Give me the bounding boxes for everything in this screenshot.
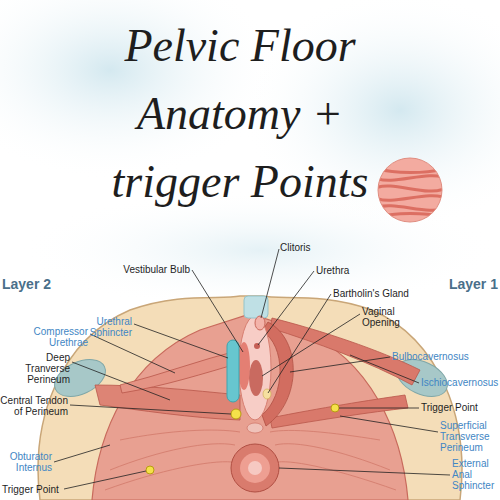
leader-line [290, 357, 390, 372]
trigger-point-dot [331, 404, 339, 412]
striation [278, 462, 396, 490]
icon-fibers [376, 168, 446, 218]
fiber [376, 176, 446, 181]
muscle-icon [376, 158, 446, 222]
part-label: Compressor Urethrae [20, 326, 88, 348]
external-anal-sphincter [231, 444, 279, 492]
trigger-point-dot [146, 466, 154, 474]
striation [270, 430, 380, 440]
leader-line [72, 362, 170, 400]
leader-line [70, 405, 231, 414]
icon-ring [378, 158, 442, 222]
part-label: Deep Tranverse Perineum [0, 352, 70, 385]
striation [275, 444, 390, 470]
part-label: Superficial Transverse Perineum [440, 420, 498, 453]
superficial-transverse-muscle [270, 395, 408, 428]
leader-line [268, 294, 331, 393]
striation [120, 430, 240, 440]
pelvis [38, 296, 462, 500]
fiber [376, 196, 446, 201]
urethral-sphincter [227, 340, 239, 402]
muscle-striations [105, 430, 396, 490]
part-label: Vestibular Bulb [90, 264, 190, 275]
leader-line [90, 334, 175, 373]
leader-line [192, 270, 243, 352]
vestibule [239, 316, 271, 420]
trigger-point-dot [231, 409, 241, 419]
pelvic-bone [38, 296, 462, 500]
part-label: Trigger Point [2, 484, 72, 495]
part-label: Vaginal Opening [362, 306, 412, 328]
leader-line [340, 416, 438, 432]
fiber [376, 214, 446, 219]
leader-line [339, 408, 419, 409]
part-label: Central Tendon of Perineum [0, 395, 68, 417]
striation [110, 444, 235, 470]
title-text: Pelvic Floor Anatomy + trigger Points [90, 12, 390, 216]
anal-ring [240, 453, 270, 483]
clitoris [255, 316, 265, 330]
part-label: Bulbocavernosus [392, 351, 492, 362]
vaginal-opening [249, 360, 263, 396]
part-label: Ischiocavernosus [421, 377, 499, 388]
leader-line [64, 471, 146, 489]
layer-label: Layer 1 [446, 276, 498, 293]
part-label: Obturator Internus [0, 451, 52, 473]
anus [248, 461, 262, 475]
deep-transverse-perineal-muscle [95, 385, 240, 420]
leader-line [54, 445, 110, 462]
leader-line [279, 468, 450, 475]
layer-label: Layer 2 [2, 276, 62, 293]
part-label: Clitoris [280, 242, 340, 253]
leader-line [134, 324, 228, 358]
part-label: Bartholin's Gland [333, 288, 423, 299]
vestibular-bulb [238, 342, 250, 390]
leader-line [262, 314, 360, 376]
leader-line [261, 249, 279, 318]
part-label: Urethra [316, 265, 366, 276]
leader-lines [54, 249, 450, 489]
central-tendon [247, 423, 263, 433]
part-label: Trigger Point [421, 402, 499, 413]
fiber [376, 186, 446, 191]
pubic-symphysis [244, 296, 268, 318]
part-label: External Anal Sphincter [452, 458, 499, 491]
